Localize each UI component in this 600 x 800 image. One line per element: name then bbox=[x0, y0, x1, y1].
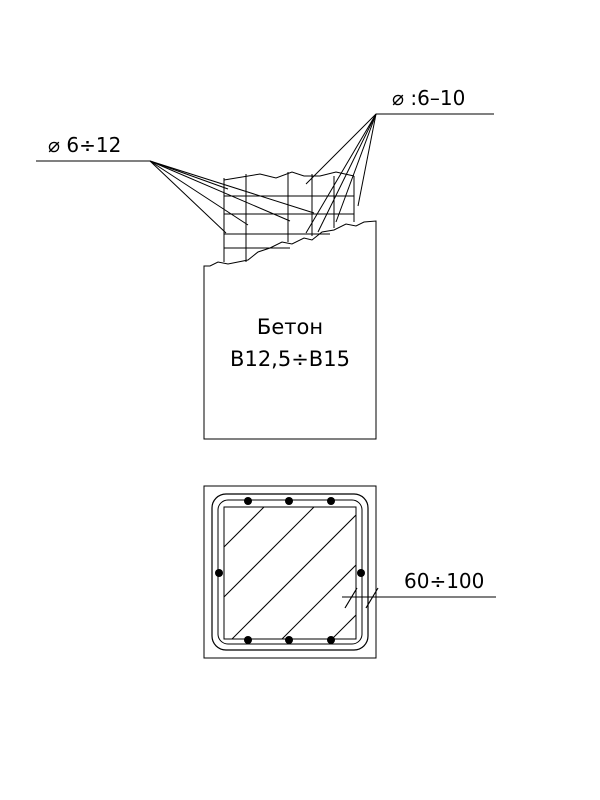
rebar-dot bbox=[327, 497, 335, 505]
rebar-dot bbox=[357, 569, 365, 577]
concrete-body-outline bbox=[203, 220, 377, 440]
section-outline bbox=[203, 485, 377, 659]
rebar-dot bbox=[244, 636, 252, 644]
stirrup-outer bbox=[211, 493, 369, 651]
leader-right bbox=[305, 113, 494, 234]
stirrup-inner bbox=[217, 499, 363, 645]
column-elevation: ⌀ 6÷12 ⌀ :6–10 Бетон В12,5÷В15 bbox=[36, 86, 494, 440]
rebar-dot bbox=[244, 497, 252, 505]
rebar-dot bbox=[215, 569, 223, 577]
rebar-dot bbox=[327, 636, 335, 644]
section-hatching bbox=[224, 507, 356, 639]
rebar-points bbox=[215, 497, 365, 644]
label-diameter-left: ⌀ 6÷12 bbox=[48, 133, 121, 157]
concrete-grade: В12,5÷В15 bbox=[230, 347, 350, 371]
rebar-dot bbox=[285, 636, 293, 644]
label-diameter-right: ⌀ :6–10 bbox=[392, 86, 465, 110]
rebar-dot bbox=[285, 497, 293, 505]
concrete-title: Бетон bbox=[257, 315, 323, 339]
column-cross-section: 60÷100 bbox=[203, 485, 496, 659]
cover-dimension-label: 60÷100 bbox=[404, 569, 484, 593]
cover-dimension bbox=[342, 587, 496, 609]
leader-left bbox=[36, 160, 315, 234]
